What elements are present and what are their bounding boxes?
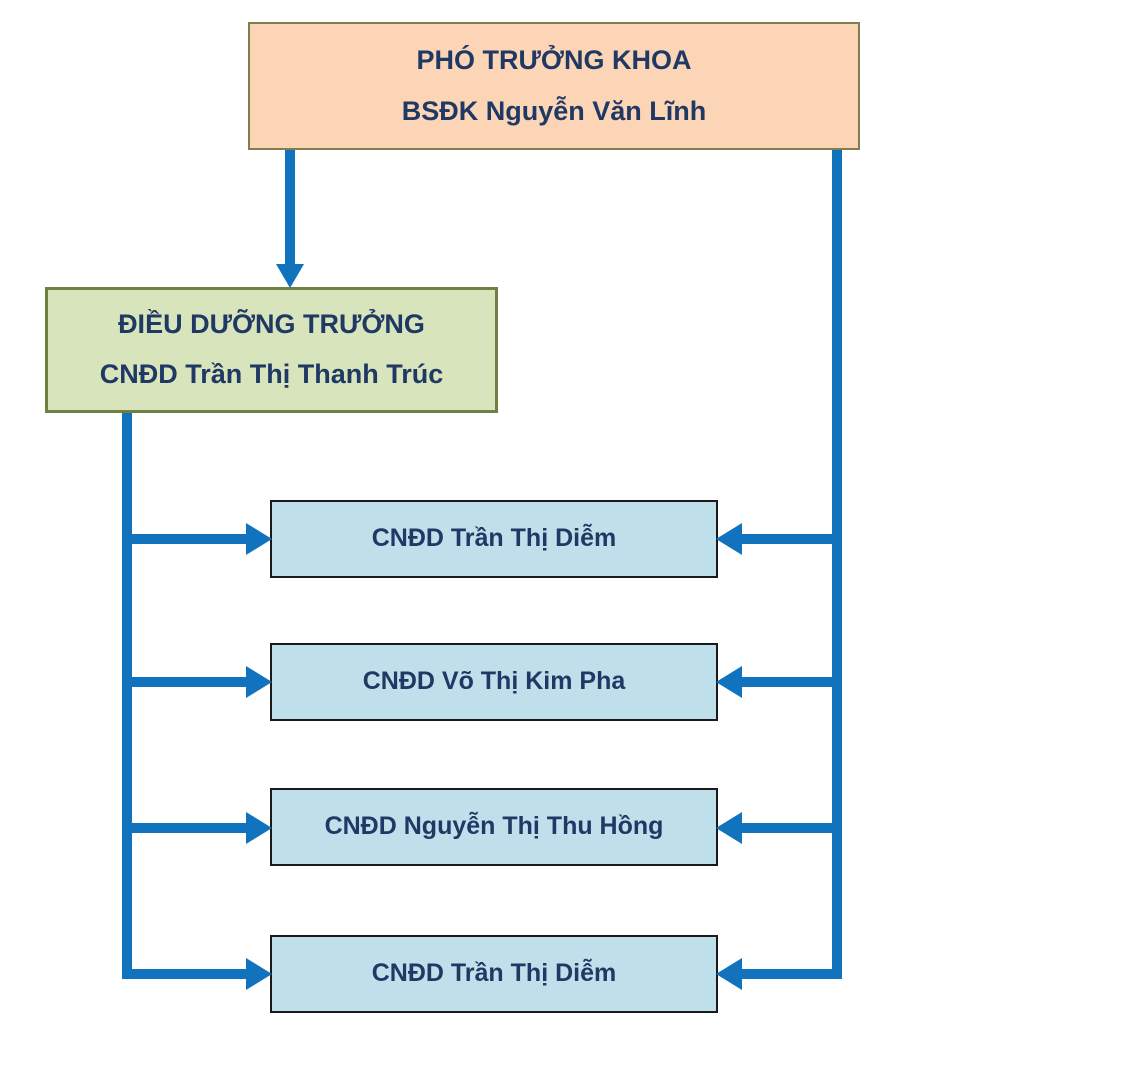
node-deputy-head: PHÓ TRƯỞNG KHOA BSĐK Nguyễn Văn Lĩnh <box>248 22 860 150</box>
connector-right-to-staff-3 <box>742 823 842 833</box>
arrow-left-icon <box>716 812 742 844</box>
connector-left-to-staff-1 <box>122 534 246 544</box>
connector-left-to-staff-3 <box>122 823 246 833</box>
arrow-left-icon <box>716 666 742 698</box>
connector-deputy-to-headnurse-line <box>285 150 295 267</box>
connector-left-to-staff-4 <box>122 969 246 979</box>
staff-nurse-2-name: CNĐD Võ Thị Kim Pha <box>362 667 626 696</box>
staff-nurse-1-name: CNĐD Trần Thị Diễm <box>371 524 617 553</box>
connector-right-to-staff-2 <box>742 677 842 687</box>
connector-headnurse-rail-left <box>122 413 132 979</box>
arrow-left-icon <box>716 523 742 555</box>
node-staff-nurse-4: CNĐD Trần Thị Diễm <box>270 935 718 1013</box>
node-staff-nurse-1: CNĐD Trần Thị Diễm <box>270 500 718 578</box>
deputy-head-title: PHÓ TRƯỞNG KHOA <box>416 44 692 75</box>
arrow-down-icon <box>276 264 304 288</box>
node-staff-nurse-2: CNĐD Võ Thị Kim Pha <box>270 643 718 721</box>
staff-nurse-4-name: CNĐD Trần Thị Diễm <box>371 959 617 988</box>
connector-right-to-staff-1 <box>742 534 842 544</box>
connector-left-to-staff-2 <box>122 677 246 687</box>
staff-nurse-3-name: CNĐD Nguyễn Thị Thu Hồng <box>324 812 664 841</box>
node-staff-nurse-3: CNĐD Nguyễn Thị Thu Hồng <box>270 788 718 866</box>
arrow-left-icon <box>716 958 742 990</box>
arrow-right-icon <box>246 523 272 555</box>
arrow-right-icon <box>246 958 272 990</box>
arrow-right-icon <box>246 812 272 844</box>
deputy-head-name: BSĐK Nguyễn Văn Lĩnh <box>401 95 707 126</box>
connector-deputy-rail-right <box>832 150 842 979</box>
arrow-right-icon <box>246 666 272 698</box>
head-nurse-title: ĐIỀU DƯỠNG TRƯỞNG <box>118 309 425 340</box>
head-nurse-name: CNĐD Trần Thị Thanh Trúc <box>99 359 444 390</box>
node-head-nurse: ĐIỀU DƯỠNG TRƯỞNG CNĐD Trần Thị Thanh Tr… <box>45 287 498 413</box>
connector-right-to-staff-4 <box>742 969 842 979</box>
